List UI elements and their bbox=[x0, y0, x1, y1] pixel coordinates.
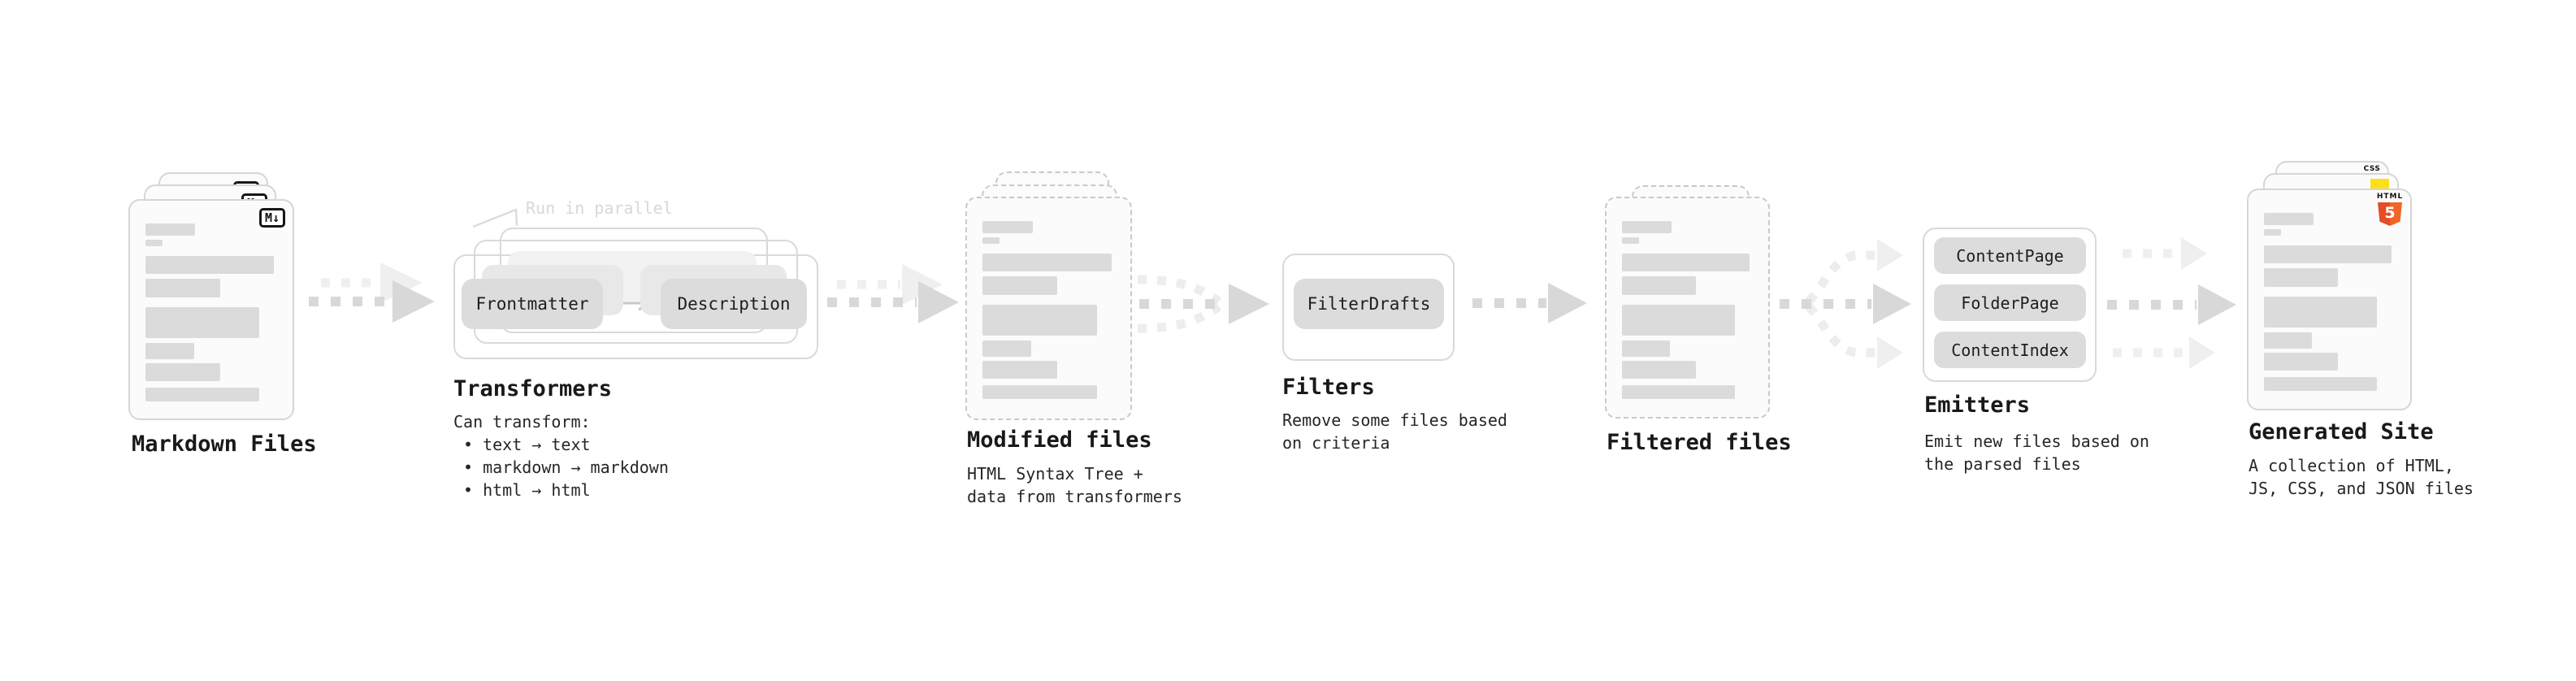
skeleton-line bbox=[982, 221, 1033, 233]
pill-contentindex: ContentIndex bbox=[1934, 332, 2086, 368]
document-skeleton bbox=[982, 221, 1114, 399]
skeleton-line bbox=[2264, 297, 2378, 327]
skeleton-line bbox=[145, 223, 196, 236]
stage-description: Can transform: • text → text • markdown … bbox=[453, 412, 669, 500]
skeleton-line bbox=[982, 254, 1112, 271]
annotation-leader-line bbox=[472, 208, 518, 228]
document-skeleton bbox=[2264, 213, 2394, 391]
stage-title-filters: Filters bbox=[1282, 375, 1375, 400]
skeleton-line bbox=[982, 385, 1097, 399]
skeleton-line bbox=[2264, 213, 2314, 225]
skeleton-line bbox=[1622, 385, 1736, 399]
file-card-front bbox=[1605, 197, 1770, 419]
skeleton-line bbox=[982, 340, 1031, 357]
arrow-markdown-to-transformers bbox=[309, 262, 435, 323]
skeleton-line bbox=[2264, 245, 2392, 263]
skeleton-line bbox=[145, 363, 220, 381]
skeleton-line bbox=[982, 361, 1058, 379]
skeleton-line bbox=[982, 276, 1058, 295]
run-in-parallel-annotation: Run in parallel bbox=[526, 198, 673, 218]
html5-icon: HTML 5 bbox=[2376, 193, 2404, 226]
stage-title-generated-site: Generated Site bbox=[2249, 419, 2434, 445]
skeleton-line bbox=[1622, 276, 1697, 295]
pill-contentpage: ContentPage bbox=[1934, 237, 2086, 274]
skeleton-line bbox=[1622, 340, 1671, 357]
arrow-filters-to-filtered bbox=[1472, 283, 1587, 323]
stage-title-emitters: Emitters bbox=[1924, 393, 2031, 418]
arrow-transformers-to-modified bbox=[827, 264, 959, 323]
skeleton-line bbox=[2264, 332, 2313, 349]
pill-frontmatter: Frontmatter bbox=[462, 279, 603, 329]
skeleton-line bbox=[2264, 353, 2339, 371]
skeleton-line bbox=[1622, 221, 1672, 233]
skeleton-line bbox=[2264, 377, 2378, 391]
stage-title-filtered-files: Filtered files bbox=[1607, 430, 1792, 455]
document-skeleton bbox=[1622, 221, 1752, 399]
stage-description: A collection of HTML, JS, CSS, and JSON … bbox=[2249, 456, 2474, 498]
skeleton-line bbox=[145, 388, 260, 401]
pill-description: Description bbox=[661, 279, 807, 329]
document-skeleton bbox=[145, 223, 276, 401]
stage-description: HTML Syntax Tree + data from transformer… bbox=[967, 464, 1182, 506]
arrow-modified-to-filters bbox=[1137, 275, 1269, 333]
skeleton-line bbox=[145, 240, 163, 246]
arrow-emitters-to-generated bbox=[2107, 237, 2236, 369]
file-card-front: HTML 5 bbox=[2247, 189, 2412, 410]
stage-title-transformers: Transformers bbox=[453, 376, 613, 401]
skeleton-line bbox=[145, 343, 194, 359]
stage-description: Remove some files based on criteria bbox=[1282, 410, 1507, 453]
skeleton-line bbox=[982, 305, 1097, 336]
skeleton-line bbox=[982, 237, 1000, 244]
stage-description: Emit new files based on the parsed files bbox=[1924, 432, 2149, 474]
skeleton-line bbox=[1622, 361, 1697, 379]
markdown-icon: M↓ bbox=[258, 208, 285, 228]
skeleton-line bbox=[1622, 305, 1736, 336]
skeleton-line bbox=[2264, 229, 2281, 236]
skeleton-line bbox=[145, 307, 260, 338]
file-card-front: M↓ bbox=[128, 199, 294, 420]
skeleton-line bbox=[2264, 268, 2339, 287]
javascript-icon bbox=[2370, 179, 2389, 190]
stage-title-markdown-files: Markdown Files bbox=[132, 432, 317, 457]
skeleton-line bbox=[1622, 254, 1750, 271]
stage-title-modified-files: Modified files bbox=[967, 427, 1152, 453]
arrow-filtered-to-emitters bbox=[1780, 239, 1911, 369]
skeleton-line bbox=[145, 279, 220, 297]
pill-folderpage: FolderPage bbox=[1934, 284, 2086, 321]
file-card-front bbox=[965, 197, 1132, 420]
skeleton-line bbox=[1622, 237, 1639, 244]
skeleton-line bbox=[145, 256, 274, 274]
pill-filterdrafts: FilterDrafts bbox=[1294, 279, 1444, 329]
